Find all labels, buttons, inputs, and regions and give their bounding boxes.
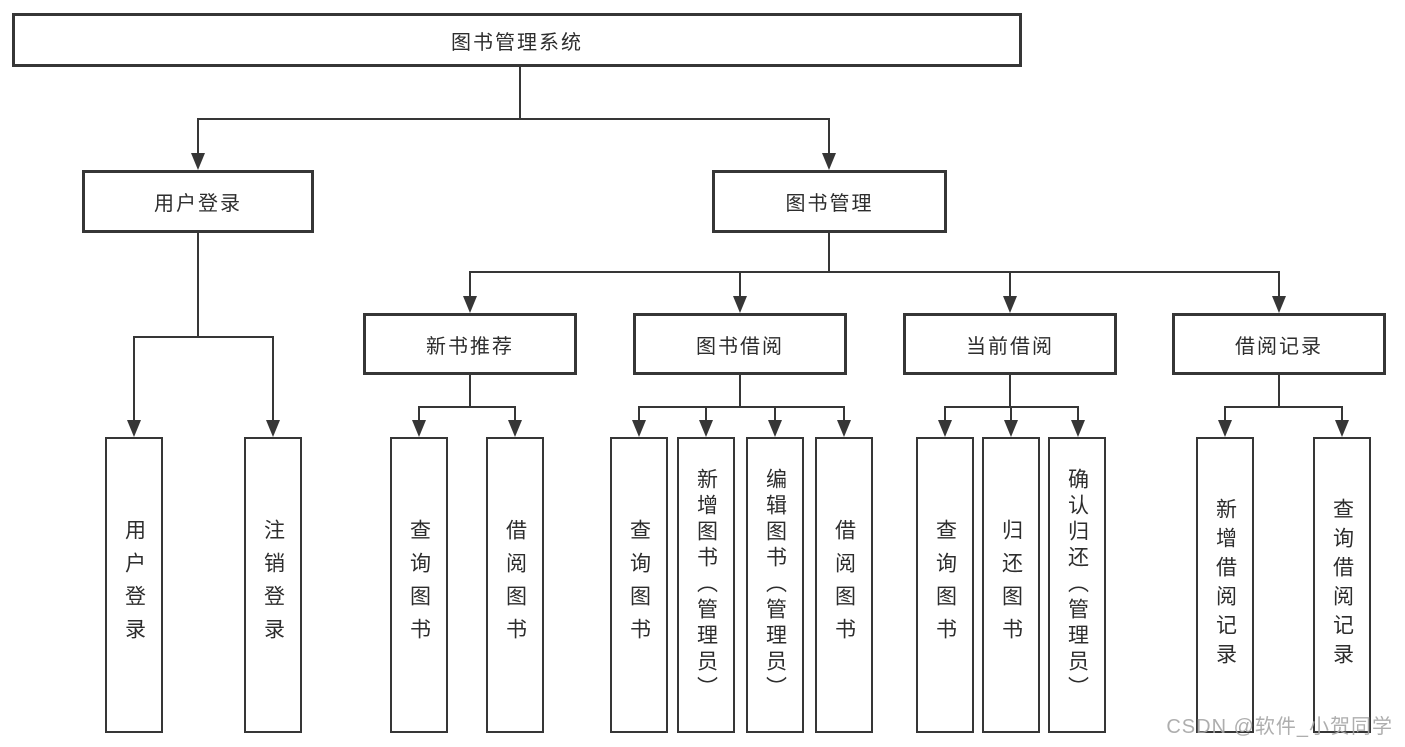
leaf-logout: 注销登录 [244, 437, 302, 733]
connector-line [1278, 375, 1280, 408]
node-book-borrow: 图书借阅 [633, 313, 847, 375]
arrow-down-icon [768, 420, 782, 437]
connector-line [1278, 271, 1280, 298]
node-current-borrow: 当前借阅 [903, 313, 1117, 375]
leaf-newbook-query: 查询图书 [390, 437, 448, 733]
connector-line [197, 118, 830, 120]
connector-line [944, 406, 1079, 408]
arrow-down-icon [632, 420, 646, 437]
connector-line [197, 118, 199, 154]
connector-line [739, 375, 741, 408]
connector-line [197, 233, 199, 336]
connector-line [843, 406, 845, 422]
arrow-down-icon [1003, 296, 1017, 313]
connector-line [1341, 406, 1343, 422]
arrow-down-icon [1272, 296, 1286, 313]
connector-line [944, 406, 946, 422]
connector-line [469, 271, 471, 298]
connector-line [1224, 406, 1226, 422]
arrow-down-icon [822, 153, 836, 170]
leaf-current-return: 归还图书 [982, 437, 1040, 733]
arrow-down-icon [266, 420, 280, 437]
connector-line [469, 271, 1280, 273]
connector-line [469, 375, 471, 408]
leaf-newbook-borrow: 借阅图书 [486, 437, 544, 733]
connector-line [1009, 375, 1011, 408]
node-borrow-records: 借阅记录 [1172, 313, 1386, 375]
node-book-management: 图书管理 [712, 170, 947, 233]
arrow-down-icon [508, 420, 522, 437]
connector-line [705, 406, 707, 422]
arrow-down-icon [938, 420, 952, 437]
connector-line [418, 406, 516, 408]
arrow-down-icon [191, 153, 205, 170]
arrow-down-icon [733, 296, 747, 313]
connector-line [133, 336, 274, 338]
connector-line [638, 406, 845, 408]
csdn-watermark: CSDN @软件_小贺同学 [1166, 716, 1393, 738]
arrow-down-icon [1071, 420, 1085, 437]
leaf-borrow-query: 查询图书 [610, 437, 668, 733]
arrow-down-icon [463, 296, 477, 313]
leaf-user-login: 用户登录 [105, 437, 163, 733]
arrow-down-icon [1335, 420, 1349, 437]
connector-line [1009, 271, 1011, 298]
connector-line [272, 336, 274, 422]
leaf-current-confirm-admin: 确认归还（管理员） [1048, 437, 1106, 733]
arrow-down-icon [1218, 420, 1232, 437]
arrow-down-icon [127, 420, 141, 437]
leaf-record-add: 新增借阅记录 [1196, 437, 1254, 733]
connector-line [1077, 406, 1079, 422]
connector-line [514, 406, 516, 422]
node-root: 图书管理系统 [12, 13, 1022, 67]
arrow-down-icon [699, 420, 713, 437]
connector-line [774, 406, 776, 422]
leaf-record-query: 查询借阅记录 [1313, 437, 1371, 733]
node-new-book-recommend: 新书推荐 [363, 313, 577, 375]
arrow-down-icon [837, 420, 851, 437]
connector-line [828, 233, 830, 273]
connector-line [638, 406, 640, 422]
node-user-login: 用户登录 [82, 170, 314, 233]
connector-line [1010, 406, 1012, 422]
leaf-borrow-add-admin: 新增图书（管理员） [677, 437, 735, 733]
connector-line [133, 336, 135, 422]
connector-line [519, 67, 521, 119]
arrow-down-icon [1004, 420, 1018, 437]
connector-line [1224, 406, 1343, 408]
connector-line [418, 406, 420, 422]
leaf-borrow-borrow: 借阅图书 [815, 437, 873, 733]
leaf-borrow-edit-admin: 编辑图书（管理员） [746, 437, 804, 733]
connector-line [739, 271, 741, 298]
arrow-down-icon [412, 420, 426, 437]
connector-line [828, 118, 830, 154]
leaf-current-query: 查询图书 [916, 437, 974, 733]
